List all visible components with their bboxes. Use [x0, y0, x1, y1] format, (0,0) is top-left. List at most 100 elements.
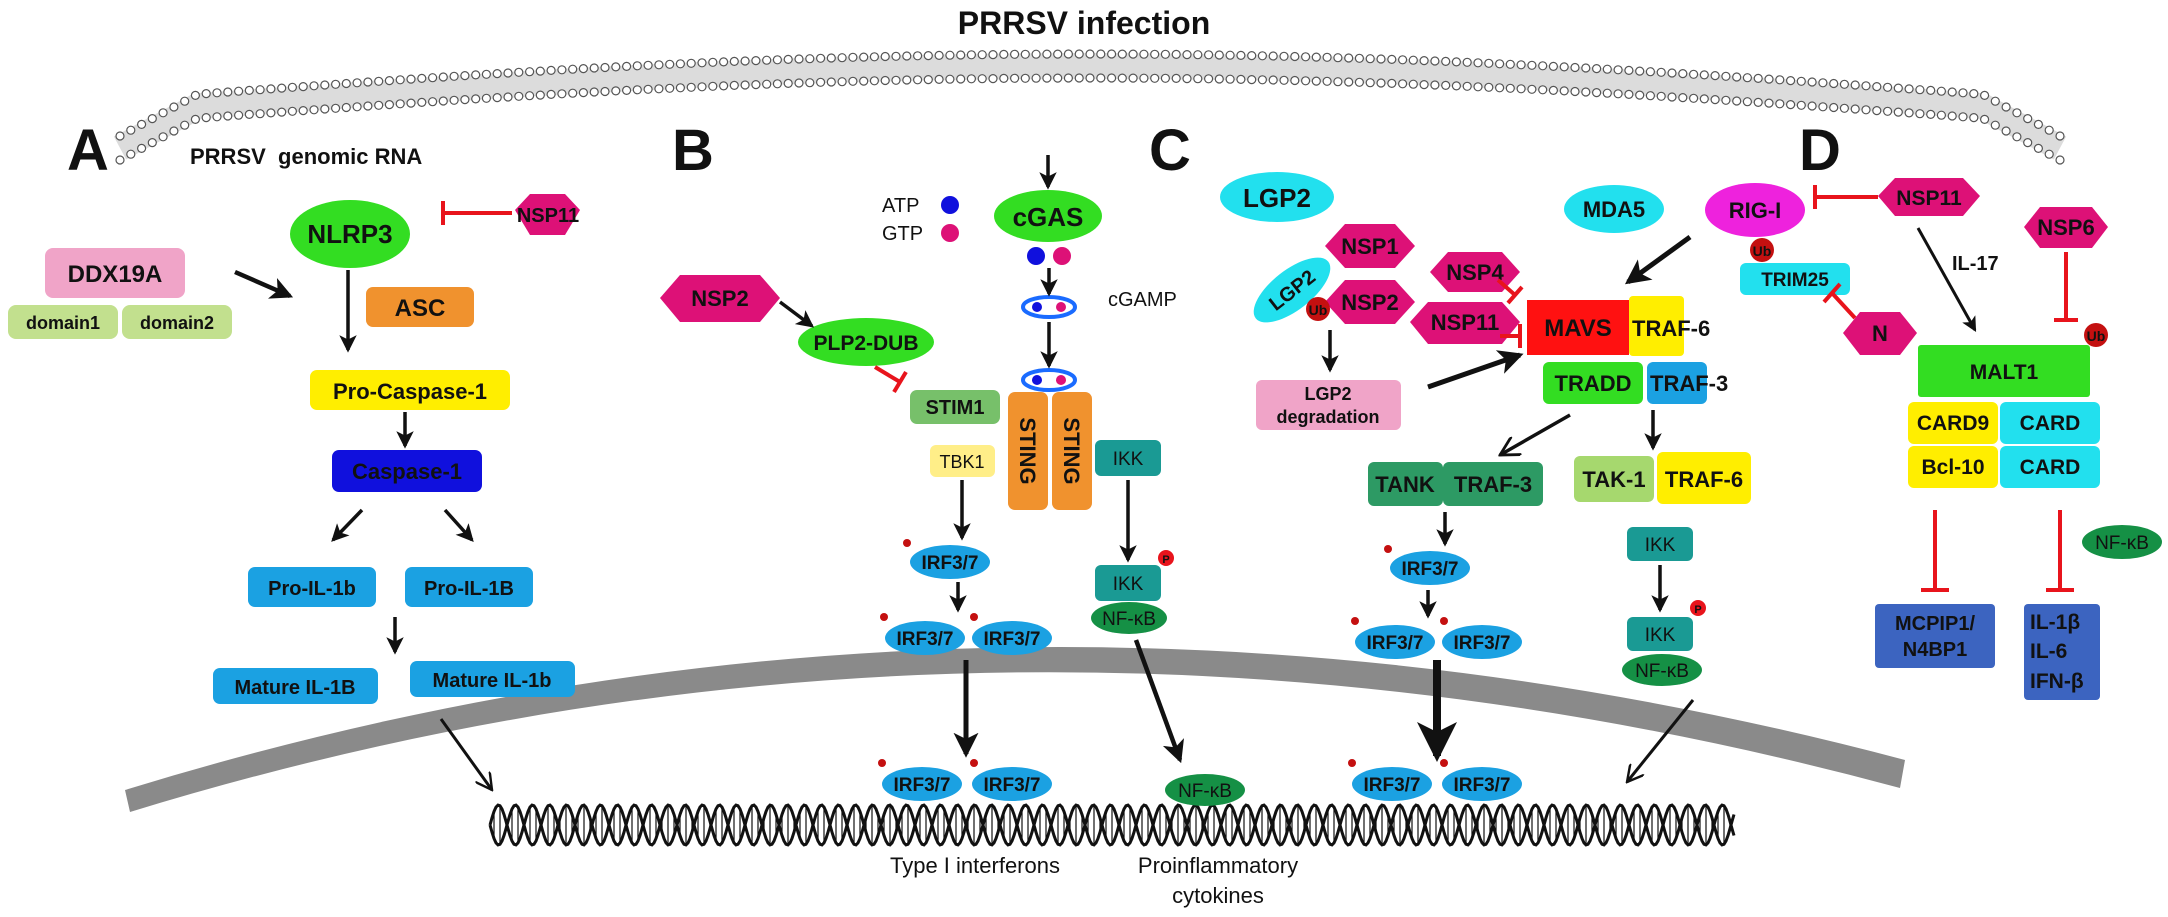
arrow-il17-malt1 [1916, 227, 1977, 332]
lipid-head [1764, 98, 1774, 108]
lipid-head [223, 87, 233, 97]
atp-gtp-pink-dot [1053, 247, 1071, 265]
lipid-head [438, 96, 448, 106]
lipid-head [2001, 126, 2011, 136]
lipid-head [1861, 105, 1871, 115]
pro-il1b-upper-node [405, 567, 533, 607]
arrow-nsp2-plp2 [778, 300, 815, 328]
lipid-head [1236, 50, 1246, 61]
lipid-head [1074, 73, 1084, 83]
cgas-node [994, 190, 1102, 242]
lipid-head [1527, 60, 1537, 70]
lipid-head [848, 52, 858, 62]
nsp2-c-label: NSP2 [1341, 290, 1398, 315]
lipid-head [1839, 103, 1850, 113]
rig-i-label: RIG-I [1729, 198, 1782, 223]
irf-b-pair1-label: IRF3/7 [896, 629, 953, 650]
lipid-head [1979, 90, 1990, 101]
lipid-head [234, 86, 244, 96]
lipid-head [891, 51, 901, 61]
lipid-head [1397, 79, 1408, 89]
lgp2-degradation-line2: degradation [1276, 407, 1379, 427]
lipid-head [675, 59, 686, 69]
lipid-head [611, 62, 621, 72]
lipid-head [751, 79, 761, 90]
lipid-head [589, 63, 599, 73]
lipid-head [1969, 112, 1979, 123]
cgamp-label: cGAMP [1108, 289, 1177, 311]
lipid-head [1419, 79, 1429, 90]
lipid-head [1559, 86, 1569, 96]
mature-il1b-upper-label: Mature IL-1B [234, 677, 355, 699]
irf-c-nuc1-phos [1348, 759, 1356, 767]
irf-c-pair2-label: IRF3/7 [1453, 633, 1510, 654]
lipid-head [1042, 73, 1052, 83]
membrane-band [113, 53, 2067, 160]
lgp2-degradation-line1: LGP2 [1304, 384, 1351, 404]
sting-right-node [1052, 392, 1092, 510]
card-lower-label: CARD [2020, 456, 2081, 479]
lipid-head [1635, 66, 1645, 76]
irf-c-pair1-label: IRF3/7 [1366, 633, 1423, 654]
lipid-head [1300, 52, 1311, 62]
lipid-head [1257, 51, 1268, 61]
lipid-head [1742, 97, 1753, 107]
lipid-head [1818, 102, 1828, 112]
lipid-head [212, 88, 222, 98]
lipid-head [158, 108, 168, 118]
lipid-head [1031, 49, 1041, 59]
domain2-label: domain2 [140, 313, 214, 333]
nsp6-node [2024, 207, 2108, 248]
lipid-head [805, 78, 815, 88]
lipid-head [837, 53, 847, 63]
lipid-head [762, 55, 772, 65]
lipid-head [1829, 102, 1839, 113]
malt1-label: MALT1 [1970, 361, 2039, 384]
pro-il1b-lower-node [248, 567, 376, 607]
phospho-b-label: P [1162, 554, 1169, 566]
lipid-head [1268, 51, 1278, 61]
lipid-head [126, 149, 136, 159]
lipid-head [1688, 69, 1699, 79]
lipid-head [740, 80, 750, 90]
lipid-head [1441, 80, 1451, 91]
lipid-head [1268, 75, 1278, 85]
irf-b-nuc2-phos [970, 759, 978, 767]
lipid-head [1602, 64, 1612, 74]
lipid-head [1451, 57, 1462, 67]
lipid-head [1009, 49, 1020, 59]
lipid-head [632, 85, 642, 95]
lipid-head [1128, 73, 1138, 83]
lipid-head [147, 113, 157, 124]
lipid-head [1872, 105, 1882, 116]
domain1-node [8, 305, 118, 339]
lipid-head [1408, 79, 1418, 89]
lipid-head [1139, 73, 1149, 83]
lipid-head [1990, 120, 2000, 130]
lipid-head [1171, 49, 1181, 60]
lipid-head [1818, 78, 1828, 88]
lipid-head [654, 84, 664, 94]
nsp1-label: NSP1 [1341, 234, 1398, 259]
lipid-head [298, 81, 308, 92]
lipid-head [1085, 73, 1095, 83]
lipid-head [869, 52, 880, 62]
lipid-head [1473, 58, 1483, 68]
card-upper-node [2000, 402, 2100, 444]
bcl10-node [1908, 446, 1998, 488]
lipid-head [2023, 138, 2033, 148]
lipid-head [1861, 81, 1871, 91]
mature-il1b-lower-node [410, 661, 575, 697]
il17-label: IL-17 [1952, 253, 1999, 275]
lipid-head [1775, 99, 1785, 109]
lipid-head [902, 75, 912, 85]
lipid-head [1947, 87, 1957, 97]
lipid-head [859, 52, 869, 62]
nlrp3-node [290, 200, 410, 268]
lipid-head [266, 84, 276, 94]
stim1-label: STIM1 [926, 397, 985, 419]
gtp-label: GTP [882, 223, 923, 245]
lipid-head [1850, 80, 1860, 90]
bcl10-label: Bcl-10 [1921, 456, 1984, 479]
irf-c-pair2-node [1442, 625, 1522, 659]
